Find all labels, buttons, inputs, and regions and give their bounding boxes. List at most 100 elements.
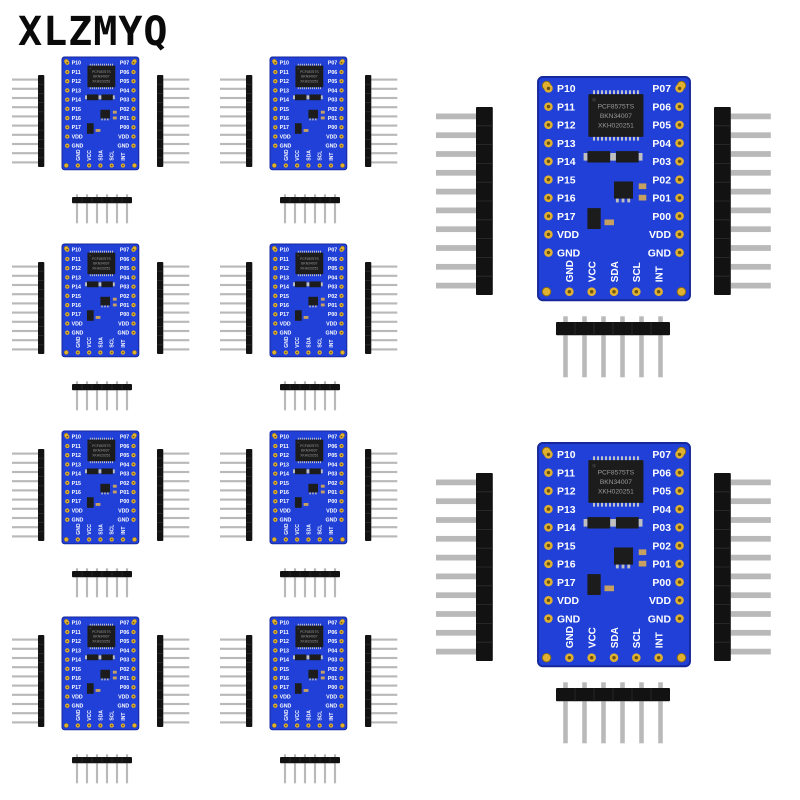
header-pin — [12, 638, 38, 641]
silk-label-right: P06 — [328, 70, 337, 76]
pad-hole — [677, 177, 682, 182]
silk-label-left: P13 — [557, 505, 576, 516]
header-pin — [371, 152, 398, 155]
silk-label-left: P14 — [280, 285, 289, 291]
pad-hole — [132, 276, 135, 279]
silk-label-left: P12 — [72, 266, 81, 272]
pad-hole — [567, 289, 572, 294]
resistor-cap — [307, 469, 310, 474]
ic-lead — [629, 456, 631, 462]
pad-hole — [274, 304, 277, 306]
header-pin — [220, 470, 246, 474]
silk-label-right: P06 — [328, 444, 337, 450]
header-pin — [163, 311, 190, 314]
pin-header — [72, 754, 132, 784]
ic-lead — [625, 456, 627, 462]
header-pin — [436, 648, 476, 655]
mounting-hole — [63, 537, 69, 542]
pad-hole — [76, 351, 79, 354]
smd-capacitor — [112, 297, 117, 301]
ic-lead — [633, 135, 635, 141]
header-pin — [12, 115, 38, 118]
sot-lead — [107, 492, 109, 495]
pad-hole — [612, 655, 616, 660]
header-pin — [283, 390, 287, 411]
pad-hole — [677, 104, 682, 109]
header-pin — [115, 203, 119, 224]
ic-lead — [101, 273, 103, 277]
header-pin — [371, 702, 398, 706]
mounting-hole — [63, 350, 69, 355]
ic-lead — [307, 437, 309, 441]
pad-hole — [274, 686, 277, 689]
pad-hole — [274, 80, 277, 83]
silk-label-left: VDD — [280, 694, 291, 700]
pin-header — [436, 473, 493, 661]
header-pin — [371, 675, 398, 678]
silk-label-right: VDD — [118, 134, 129, 140]
header-pin-top — [85, 568, 89, 571]
ic-lead — [101, 646, 103, 650]
pad-hole — [274, 107, 277, 110]
sot-lead — [315, 118, 317, 121]
ic-lead — [297, 437, 299, 441]
pad-hole — [634, 655, 639, 660]
ic-lead — [629, 90, 631, 96]
pad-hole — [274, 472, 277, 475]
header-pin — [12, 498, 38, 501]
pin-header — [157, 75, 190, 167]
header-pin — [730, 479, 771, 486]
header-pin — [163, 480, 190, 483]
ic-lead — [110, 437, 111, 441]
pad-hole — [66, 649, 69, 652]
silk-label-right: P04 — [652, 139, 671, 150]
ic-lead — [107, 63, 109, 67]
pin-header — [12, 635, 45, 727]
ic-lead — [315, 437, 317, 441]
pad-hole — [589, 289, 594, 294]
ic-lead — [93, 250, 95, 254]
pin-header — [365, 635, 398, 727]
pad-hole — [274, 313, 277, 316]
header-pin — [220, 133, 246, 136]
resistor-cap — [99, 655, 102, 660]
ic-pin1-dot — [592, 97, 596, 102]
resistor-cap — [99, 469, 102, 474]
pad-hole — [340, 276, 343, 279]
smd-capacitor — [303, 503, 309, 506]
ic-lead — [112, 63, 113, 67]
pad-hole — [677, 232, 682, 237]
pad-hole — [132, 695, 135, 698]
pad-hole — [340, 621, 343, 624]
header-pin — [436, 169, 476, 176]
silk-label-left: VDD — [280, 321, 291, 327]
header-pin — [163, 461, 190, 464]
sot-lead — [615, 564, 619, 569]
header-pin — [436, 245, 476, 251]
ic-lead — [601, 135, 603, 141]
header-pin — [436, 132, 476, 139]
sot-lead — [309, 118, 311, 121]
header-pin-top — [125, 381, 129, 384]
pin-header — [157, 449, 190, 541]
smd-capacitor — [112, 490, 117, 494]
header-pin — [163, 329, 190, 333]
pad-hole — [66, 658, 69, 661]
smd-diode — [587, 208, 601, 229]
ic-lead — [301, 437, 303, 441]
ic-lead — [309, 86, 311, 90]
ic-lead — [320, 63, 321, 67]
ic-lead — [101, 250, 103, 254]
silk-label-right: GND — [648, 614, 672, 625]
header-pin-top — [283, 381, 287, 384]
pin-header — [72, 568, 132, 598]
smd-capacitor — [112, 110, 117, 114]
header-pin-top — [582, 682, 587, 688]
ic-lead — [593, 456, 595, 462]
header-pin-top — [313, 381, 317, 384]
silk-label-bottom: SCL — [318, 338, 324, 348]
resistor-cap — [320, 282, 323, 287]
header-pin — [436, 611, 476, 617]
silk-label-right: P04 — [120, 648, 129, 654]
silk-label-left: P15 — [557, 541, 576, 552]
